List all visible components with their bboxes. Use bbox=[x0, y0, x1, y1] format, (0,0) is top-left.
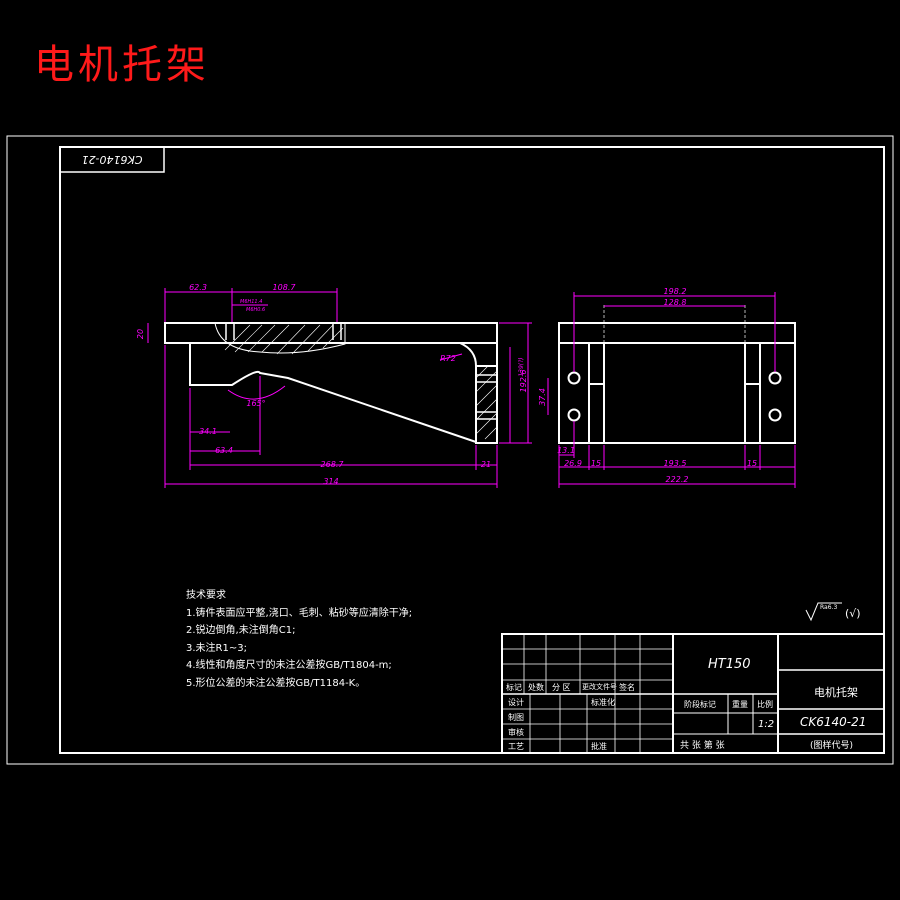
roughness-other: (√) bbox=[845, 607, 861, 620]
note-3: 3.未注R1~3; bbox=[186, 642, 247, 654]
roughness-symbol bbox=[805, 602, 842, 622]
dim-front-bottom-a: 34.1 bbox=[199, 427, 217, 436]
inner-frame bbox=[59, 146, 885, 754]
side-dimensions bbox=[547, 292, 796, 488]
dim-side-bottom-a: 26.9 bbox=[564, 459, 582, 468]
title-block bbox=[501, 633, 885, 754]
dim-side-top-a: 198.2 bbox=[664, 287, 687, 296]
hatch-region bbox=[214, 322, 498, 440]
rev-label-count: 处数 bbox=[528, 683, 544, 692]
part-name-label: 电机托架 bbox=[814, 686, 858, 699]
dim-front-bottom-b: 63.4 bbox=[215, 446, 233, 455]
rev-label-zone: 分 区 bbox=[552, 683, 571, 692]
outer-frame bbox=[6, 135, 894, 765]
rev-label-docno: 更改文件号 bbox=[582, 683, 617, 691]
dim-front-overall: 314 bbox=[323, 477, 338, 486]
side-view bbox=[558, 322, 796, 444]
scale-label: 比例 bbox=[757, 700, 773, 709]
row-label-process: 工艺 bbox=[508, 742, 524, 751]
dim-side-top-b: 128.8 bbox=[664, 298, 687, 307]
front-view bbox=[164, 322, 498, 444]
note-2: 2.锐边倒角,未注倒角C1; bbox=[186, 625, 296, 636]
dim-front-right-a: 139(?) bbox=[518, 357, 525, 376]
approve-label: 批准 bbox=[591, 742, 607, 751]
note-1: 1.铸件表面应平整,浇口、毛刺、粘砂等应清除干净; bbox=[186, 607, 413, 619]
front-dimensions bbox=[147, 288, 532, 488]
dim-side-bottom-c: 193.5 bbox=[664, 459, 687, 468]
dim-front-bottom-c: 268.7 bbox=[321, 460, 345, 469]
row-label-draw: 制图 bbox=[508, 713, 524, 722]
sheets-label: 共 张 第 张 bbox=[680, 741, 725, 751]
scale-value: 1:2 bbox=[758, 719, 775, 730]
material-label: HT150 bbox=[708, 657, 751, 672]
drawing-number: CK6140-21 bbox=[800, 715, 867, 729]
technical-notes: 技术要求 1.铸件表面应平整,浇口、毛刺、粘砂等应清除干净; 2.锐边倒角,未注… bbox=[186, 587, 412, 692]
roughness-value: Ra6.3 bbox=[820, 604, 837, 611]
code-label: (图样代号) bbox=[810, 741, 854, 751]
dim-side-left-h: 37.4 bbox=[538, 388, 547, 406]
rotated-code: CK6140-21 bbox=[82, 153, 143, 166]
rev-label-mark: 标记 bbox=[506, 683, 522, 692]
code-box bbox=[59, 146, 165, 173]
row-label-check: 审核 bbox=[508, 728, 524, 737]
dim-front-right-b: 192.6 bbox=[519, 370, 528, 393]
rev-label-sign: 签名 bbox=[619, 683, 635, 692]
dim-front-left-height: 20 bbox=[136, 329, 145, 339]
dim-thread-2: M6H0.6 bbox=[246, 307, 265, 313]
dim-thread-1: M6H11.4 bbox=[240, 299, 262, 305]
dim-side-overall: 222.2 bbox=[666, 475, 689, 484]
note-4: 4.线性和角度尺寸的未注公差按GB/T1804-m; bbox=[186, 660, 392, 671]
dim-front-top-b: 108.7 bbox=[273, 283, 297, 292]
weight-label: 重量 bbox=[732, 700, 748, 709]
page-title: 电机托架 bbox=[34, 42, 210, 88]
stage-label: 阶段标记 bbox=[684, 700, 716, 709]
dim-front-bottom-d: 21 bbox=[481, 460, 491, 469]
dim-side-bottom-d: 15 bbox=[747, 459, 757, 468]
notes-heading: 技术要求 bbox=[186, 590, 226, 601]
std-label: 标准化 bbox=[591, 698, 615, 707]
dim-side-bottom-b: 15 bbox=[591, 459, 601, 468]
note-5: 5.形位公差的未注公差按GB/T1184-K。 bbox=[186, 677, 366, 689]
dim-front-top-a: 62.3 bbox=[189, 283, 207, 292]
dim-front-radius: R72 bbox=[440, 354, 456, 363]
dim-side-small: 13.1 bbox=[557, 446, 575, 455]
dim-front-angle: 165° bbox=[246, 399, 265, 408]
row-label-design: 设计 bbox=[508, 698, 524, 707]
